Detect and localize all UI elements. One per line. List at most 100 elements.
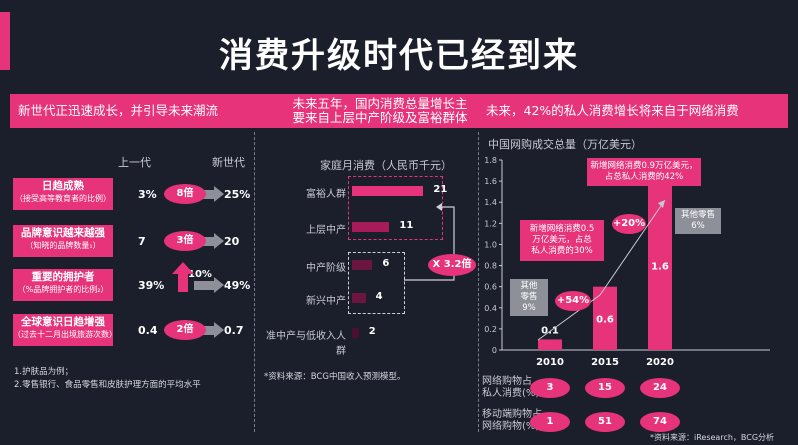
row2-label: 移动端购物占 网络购物(%) xyxy=(482,409,542,433)
top-group-box xyxy=(348,176,443,240)
chart-bar xyxy=(648,181,672,350)
band-mid-text: 未来五年，国内消费总量增长主 要来自上层中产阶级及富裕群体 xyxy=(280,97,480,125)
band-left-text: 新世代正迅速成长，并引导未来潮流 xyxy=(18,103,219,118)
arrow-shaft xyxy=(194,281,214,290)
accent-bar xyxy=(0,12,10,70)
other-retail-box-2: 其他零售 6% xyxy=(675,208,721,234)
new-value: 49% xyxy=(224,279,251,292)
online-sales-chart: 00.20.40.60.81.01.21.41.61.80.120100.620… xyxy=(484,156,770,368)
right-chart-header: 中国网购成交总量（万亿美元） xyxy=(488,138,642,151)
bar-data-label: 0.6 xyxy=(596,314,614,325)
chart-bar xyxy=(538,339,562,350)
y-tick-label: 1.4 xyxy=(484,198,497,207)
metric-box: 重要的拥护者 （%品牌拥护者的比例₂） xyxy=(13,269,113,301)
y-tick-label: 1.6 xyxy=(484,177,497,186)
other-retail-2-line1: 其他零售 xyxy=(680,210,715,220)
multiplier-badge: X 3.2倍 xyxy=(428,254,476,276)
callout-mid-line3: 私人消费的30% xyxy=(531,246,593,256)
y-tick-label: 0.2 xyxy=(484,325,497,334)
footnote-2: 2.零售银行、食品零售和皮肤护理方面的平均水平 xyxy=(14,380,201,390)
y-tick-label: 1.8 xyxy=(484,156,497,165)
multiplier-ellipse: 8倍 xyxy=(164,184,206,204)
y-tick-label: 0.4 xyxy=(484,304,497,313)
header-band xyxy=(10,94,788,128)
stat-ellipse: 15 xyxy=(585,378,625,398)
other-retail-2-line2: 6% xyxy=(691,221,705,231)
metric-subtitle: （接受高等教育者的比例） xyxy=(15,194,111,203)
other-retail-1-line1: 其他 xyxy=(520,281,538,291)
divider-right xyxy=(478,132,479,432)
row1-label-line2: 私人消费(%) xyxy=(482,388,540,399)
callout-mid-line1: 新增网络消费0.5 xyxy=(529,224,595,234)
stat-ellipse: 3 xyxy=(530,378,570,398)
bottom-group-box xyxy=(348,252,405,314)
bar-label: 中产阶级 xyxy=(306,263,346,274)
bar-data-label: 1.6 xyxy=(651,262,669,273)
band-mid-line1: 未来五年，国内消费总量增长主 xyxy=(292,96,468,111)
y-tick-label: 1.0 xyxy=(484,240,497,249)
trend-arrow-icon xyxy=(658,200,665,208)
growth-badge-2: +20% xyxy=(612,214,646,234)
other-retail-1-line2: 零售 xyxy=(520,292,538,302)
y-tick-label: 1.2 xyxy=(484,219,497,228)
bar-value: 4 xyxy=(375,291,383,302)
metric-title: 日趋成熟 xyxy=(42,180,84,192)
trend-line xyxy=(537,199,666,341)
right-source: *资料来源：iResearch，BCG分析 xyxy=(650,433,775,442)
callout-mid-line2: 万亿美元，占总 xyxy=(532,235,592,245)
bar xyxy=(352,328,359,338)
metric-subtitle: （过去十二月出境旅游次数） xyxy=(13,330,117,339)
metric-box: 全球意识日趋增强 （过去十二月出境旅游次数） xyxy=(13,314,117,346)
x-tick-label: 2015 xyxy=(591,357,619,368)
y-tick-label: 0.8 xyxy=(484,262,497,271)
callout-top: 新增网络消费0.9万亿美元， 占总私人消费的42% xyxy=(587,158,701,186)
prev-value: 0.4 xyxy=(138,324,158,337)
row2-label-line2: 网络购物(%) xyxy=(482,421,540,432)
up-arrow-icon xyxy=(172,262,194,292)
other-retail-1-line3: 9% xyxy=(522,303,536,313)
mid-chart-header: 家庭月消费（人民币千元） xyxy=(320,159,452,172)
metric-title: 重要的拥护者 xyxy=(31,271,95,283)
new-value: 25% xyxy=(224,188,251,201)
growth-badge-1: +54% xyxy=(555,291,591,311)
metric-title: 品牌意识越来越强 xyxy=(21,227,105,239)
bar-label: 富裕人群 xyxy=(306,189,346,200)
stat-ellipse: 51 xyxy=(585,412,625,432)
row1-label-line1: 网络购物占 xyxy=(482,376,532,387)
metric-box: 品牌意识越来越强 （知晓的品牌数量₁） xyxy=(13,225,113,257)
row1-label: 网络购物占 私人消费(%) xyxy=(482,376,539,400)
prev-value: 3% xyxy=(138,188,157,201)
bar xyxy=(352,293,366,303)
band-right-text: 未来，42%的私人消费增长将来自于网络消费 xyxy=(486,103,739,118)
new-value: 20 xyxy=(224,235,240,248)
arrow-head-icon xyxy=(214,233,224,249)
stat-ellipse: 74 xyxy=(640,412,680,432)
callout-top-line1: 新增网络消费0.9万亿美元， xyxy=(590,161,698,171)
callout-top-line2: 占总私人消费的42% xyxy=(604,172,684,182)
bar xyxy=(352,260,373,270)
bar-value: 2 xyxy=(368,326,376,337)
metric-subtitle: （%品牌拥护者的比例₂） xyxy=(17,285,109,294)
multiplier-ellipse: 2倍 xyxy=(164,320,206,340)
y-tick-label: 0.6 xyxy=(484,283,497,292)
x-tick-label: 2020 xyxy=(646,357,674,368)
bar-value: 21 xyxy=(433,184,448,195)
other-retail-box-1: 其他 零售 9% xyxy=(510,279,548,316)
arrow-head-icon xyxy=(214,186,224,202)
col-prev-header: 上一代 xyxy=(118,156,151,169)
metric-subtitle: （知晓的品牌数量₁） xyxy=(25,241,101,250)
arrow-head-icon xyxy=(214,322,224,338)
stat-ellipse: 1 xyxy=(530,412,570,432)
col-new-header: 新世代 xyxy=(212,156,245,169)
arrow-head-icon xyxy=(214,277,224,293)
bar xyxy=(352,186,424,196)
prev-value: 39% xyxy=(138,279,165,292)
row2-label-line1: 移动端购物占 xyxy=(482,409,542,420)
x-tick-label: 2010 xyxy=(536,357,564,368)
footnote-1: 1.护肤品为例； xyxy=(14,367,74,377)
growth-label: 10% xyxy=(188,269,212,280)
metric-title: 全球意识日趋增强 xyxy=(21,316,105,328)
callout-mid: 新增网络消费0.5 万亿美元，占总 私人消费的30% xyxy=(520,220,604,261)
bar-value: 6 xyxy=(382,258,390,269)
bracket-arrow-icon xyxy=(404,203,455,281)
